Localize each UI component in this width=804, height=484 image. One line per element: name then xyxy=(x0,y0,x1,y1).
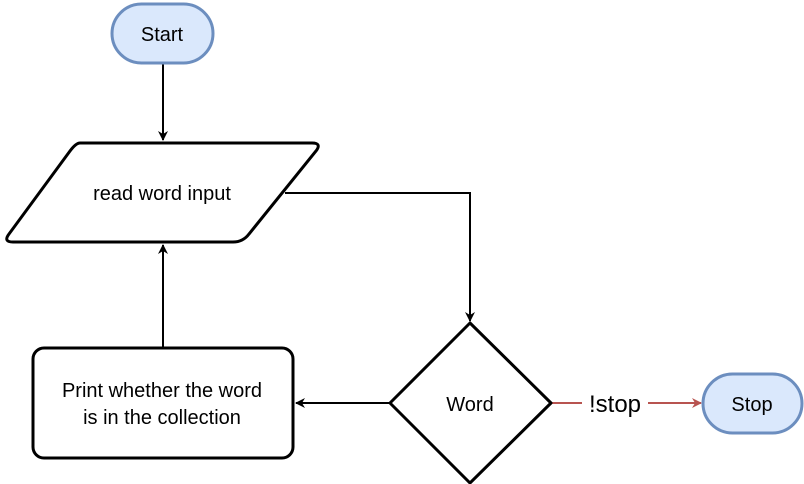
process-node: Print whether the word is in the collect… xyxy=(31,346,295,460)
process-node-label-line-1: Print whether the word xyxy=(62,380,262,402)
start-node-label: Start xyxy=(141,24,184,46)
input-node-label: read word input xyxy=(93,183,231,205)
input-node: read word input xyxy=(5,141,320,244)
stop-node-label: Stop xyxy=(731,394,772,416)
edge-label-stop-condition: !stop xyxy=(589,391,641,418)
decision-node: Word xyxy=(388,321,553,484)
process-node-shape xyxy=(31,346,295,460)
decision-node-shape xyxy=(388,321,553,484)
edge-input-to-decision xyxy=(285,192,475,322)
edge-label-background xyxy=(582,388,648,418)
start-node: Start xyxy=(110,2,215,65)
decision-node-label: Word xyxy=(446,394,493,416)
stop-node-shape xyxy=(701,372,804,435)
start-node-shape xyxy=(110,2,215,65)
stop-node: Stop xyxy=(701,372,804,435)
input-node-shape xyxy=(5,141,320,244)
process-node-label-line-2: is in the collection xyxy=(83,407,241,429)
